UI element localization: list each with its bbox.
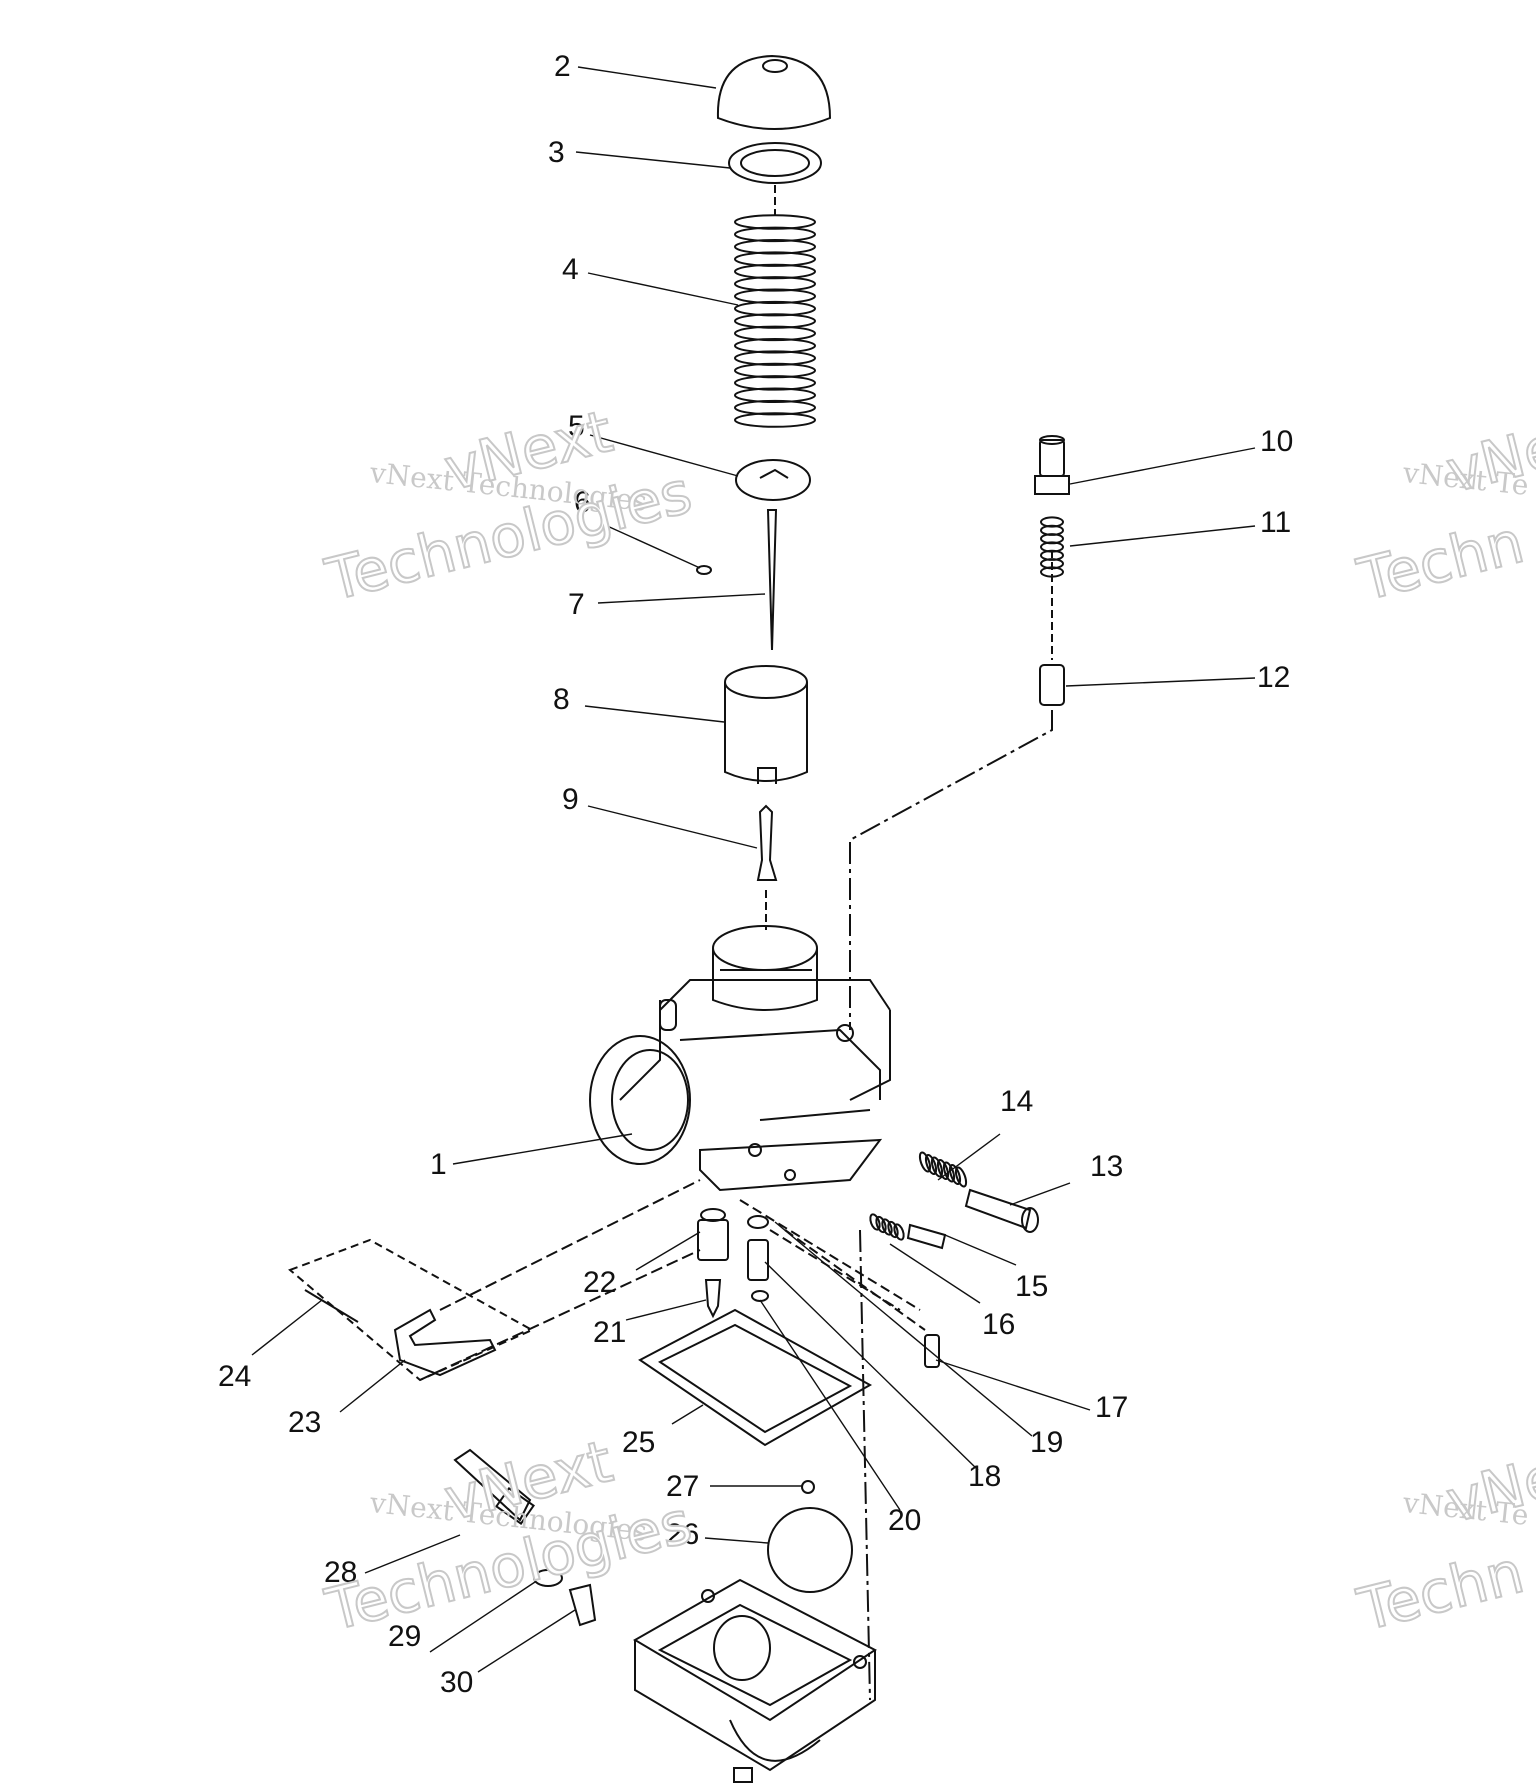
part-label-3: 3 bbox=[548, 136, 565, 169]
part-17-jet bbox=[924, 1334, 940, 1368]
part-14-spring bbox=[918, 1151, 968, 1188]
part-1-body bbox=[589, 925, 891, 1192]
leader-lines bbox=[251, 66, 1256, 1673]
spring-coil bbox=[734, 399, 816, 416]
part-label-13: 13 bbox=[1090, 1150, 1124, 1183]
spring-coil bbox=[734, 387, 816, 404]
part-label-24: 24 bbox=[218, 1360, 252, 1393]
part-5-plate bbox=[735, 459, 811, 501]
part-label-25: 25 bbox=[622, 1426, 656, 1459]
part-label-11: 11 bbox=[1260, 506, 1292, 539]
part-label-8: 8 bbox=[553, 683, 570, 716]
part-25-gasket bbox=[638, 1308, 873, 1447]
part-label-27: 27 bbox=[666, 1470, 700, 1503]
part-label-6: 6 bbox=[574, 486, 591, 519]
spring-coil bbox=[734, 300, 816, 317]
part-24-rod bbox=[304, 1289, 359, 1323]
part-label-18: 18 bbox=[968, 1460, 1002, 1493]
part-label-21: 21 bbox=[593, 1316, 627, 1349]
part-label-4: 4 bbox=[562, 253, 579, 286]
spring-coil bbox=[936, 1159, 950, 1180]
spring-coil bbox=[875, 1215, 887, 1234]
part-label-30: 30 bbox=[440, 1666, 474, 1699]
part-8-slide bbox=[724, 665, 808, 784]
part-20-washer bbox=[751, 1290, 769, 1302]
part-13-screw bbox=[964, 1188, 1039, 1233]
part-label-10: 10 bbox=[1260, 425, 1294, 458]
part-18-jet bbox=[747, 1239, 769, 1281]
part-label-7: 7 bbox=[568, 588, 585, 621]
part-label-16: 16 bbox=[982, 1308, 1016, 1341]
part-label-17: 17 bbox=[1095, 1391, 1129, 1424]
spring-coil bbox=[918, 1151, 932, 1173]
spring-coil bbox=[734, 226, 816, 243]
part-26-float bbox=[767, 1507, 853, 1593]
part-label-1: 1 bbox=[430, 1148, 447, 1181]
spring-coil bbox=[942, 1161, 956, 1183]
spring-coil bbox=[734, 288, 816, 305]
part-label-14: 14 bbox=[1000, 1085, 1034, 1118]
part-label-15: 15 bbox=[1015, 1270, 1049, 1303]
spring-coil bbox=[734, 337, 816, 354]
spring-coil bbox=[734, 251, 816, 267]
spring-coil bbox=[869, 1213, 881, 1231]
spring-coil bbox=[887, 1220, 899, 1239]
spring-coil bbox=[734, 375, 816, 391]
spring-coil bbox=[930, 1156, 944, 1178]
part-2-cap bbox=[716, 54, 832, 130]
part-21-needle bbox=[704, 1279, 722, 1319]
part-label-12: 12 bbox=[1257, 661, 1291, 694]
spring-coil bbox=[734, 412, 816, 428]
spring-coil bbox=[881, 1218, 893, 1236]
spring-coil bbox=[734, 214, 816, 230]
part-label-22: 22 bbox=[583, 1266, 617, 1299]
part-label-9: 9 bbox=[562, 783, 579, 816]
spring-coil bbox=[734, 313, 816, 329]
part-28-screw bbox=[453, 1448, 535, 1526]
part-29-ring bbox=[533, 1569, 563, 1587]
part-22-jet bbox=[697, 1208, 729, 1261]
part-6-clip bbox=[696, 565, 712, 575]
spring-coil bbox=[734, 238, 816, 255]
part-30-screw bbox=[568, 1583, 597, 1627]
part-label-26: 26 bbox=[666, 1518, 700, 1551]
spring-coil bbox=[893, 1223, 905, 1241]
float-bowl bbox=[633, 1578, 877, 1783]
part-label-2: 2 bbox=[554, 50, 571, 83]
spring-coil bbox=[734, 362, 816, 379]
part-15-screw bbox=[906, 1223, 947, 1250]
part-9-jet bbox=[756, 804, 778, 881]
part-19-washer bbox=[747, 1215, 769, 1229]
part-12-plunger bbox=[1039, 664, 1065, 706]
part-label-23: 23 bbox=[288, 1406, 322, 1439]
spring-coil bbox=[954, 1166, 968, 1188]
part-label-28: 28 bbox=[324, 1556, 358, 1589]
spring-coil bbox=[924, 1154, 938, 1175]
part-16-spring bbox=[869, 1213, 905, 1241]
part-7-needle bbox=[766, 509, 778, 651]
spring-coil bbox=[734, 350, 816, 366]
part-4-spring bbox=[734, 214, 816, 428]
part-3-washer bbox=[728, 142, 822, 184]
part-label-19: 19 bbox=[1030, 1426, 1064, 1459]
spring-coil bbox=[948, 1164, 962, 1185]
part-label-5: 5 bbox=[568, 410, 585, 443]
spring-coil bbox=[734, 276, 816, 292]
part-label-29: 29 bbox=[388, 1620, 422, 1653]
part-label-20: 20 bbox=[888, 1504, 922, 1537]
spring-coil bbox=[734, 263, 816, 280]
part-10-fitting bbox=[1034, 435, 1070, 495]
spring-coil bbox=[734, 325, 816, 342]
part-23-bracket bbox=[393, 1308, 497, 1377]
part-27-ball bbox=[801, 1480, 815, 1494]
